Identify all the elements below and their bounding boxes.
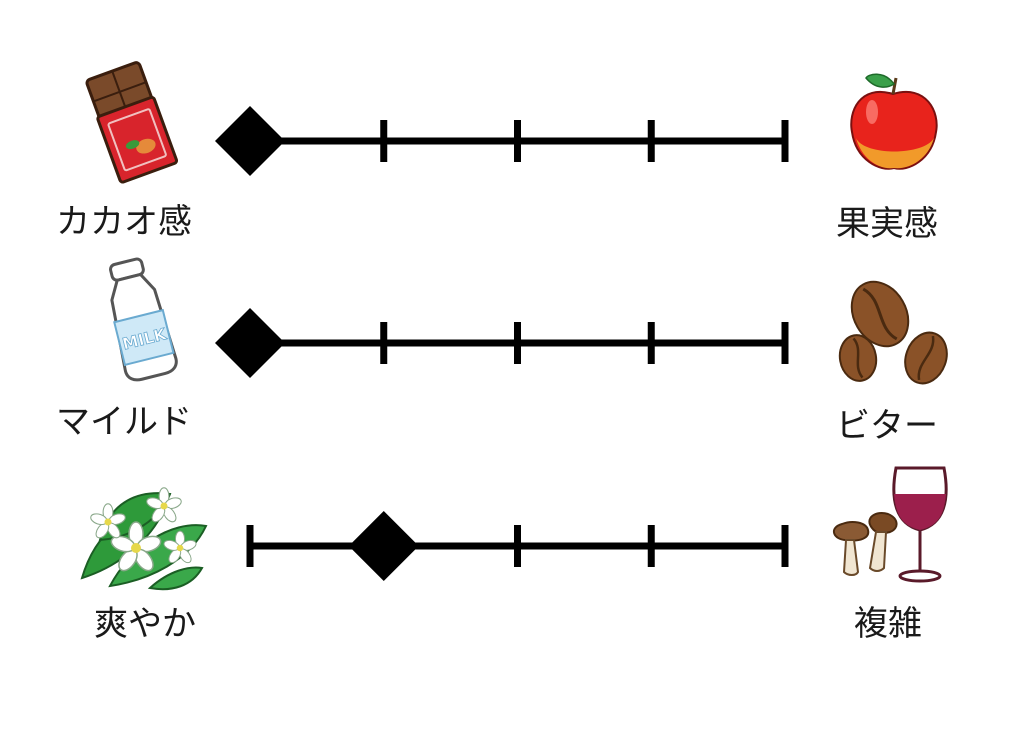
left-label-refreshing: 爽やか [94, 604, 196, 644]
right-label-fruity: 果実感 [836, 204, 938, 244]
wine-and-mushrooms-icon [832, 466, 948, 583]
left-label-cacao: カカオ感 [56, 202, 192, 242]
scale-marker [215, 106, 285, 176]
scales-layer [215, 106, 789, 581]
milk-bottle-icon: MILK [109, 257, 178, 382]
right-label-bitter: ビター [836, 406, 938, 446]
scale-marker [215, 308, 285, 378]
left-label-mild: マイルド [56, 402, 192, 442]
chocolate-bar-icon [85, 61, 178, 184]
apple-icon [850, 73, 938, 170]
white-flowers-icon [80, 487, 208, 591]
coffee-beans-icon [838, 280, 948, 385]
right-label-complex: 複雑 [854, 604, 922, 644]
scale-marker [348, 511, 419, 581]
